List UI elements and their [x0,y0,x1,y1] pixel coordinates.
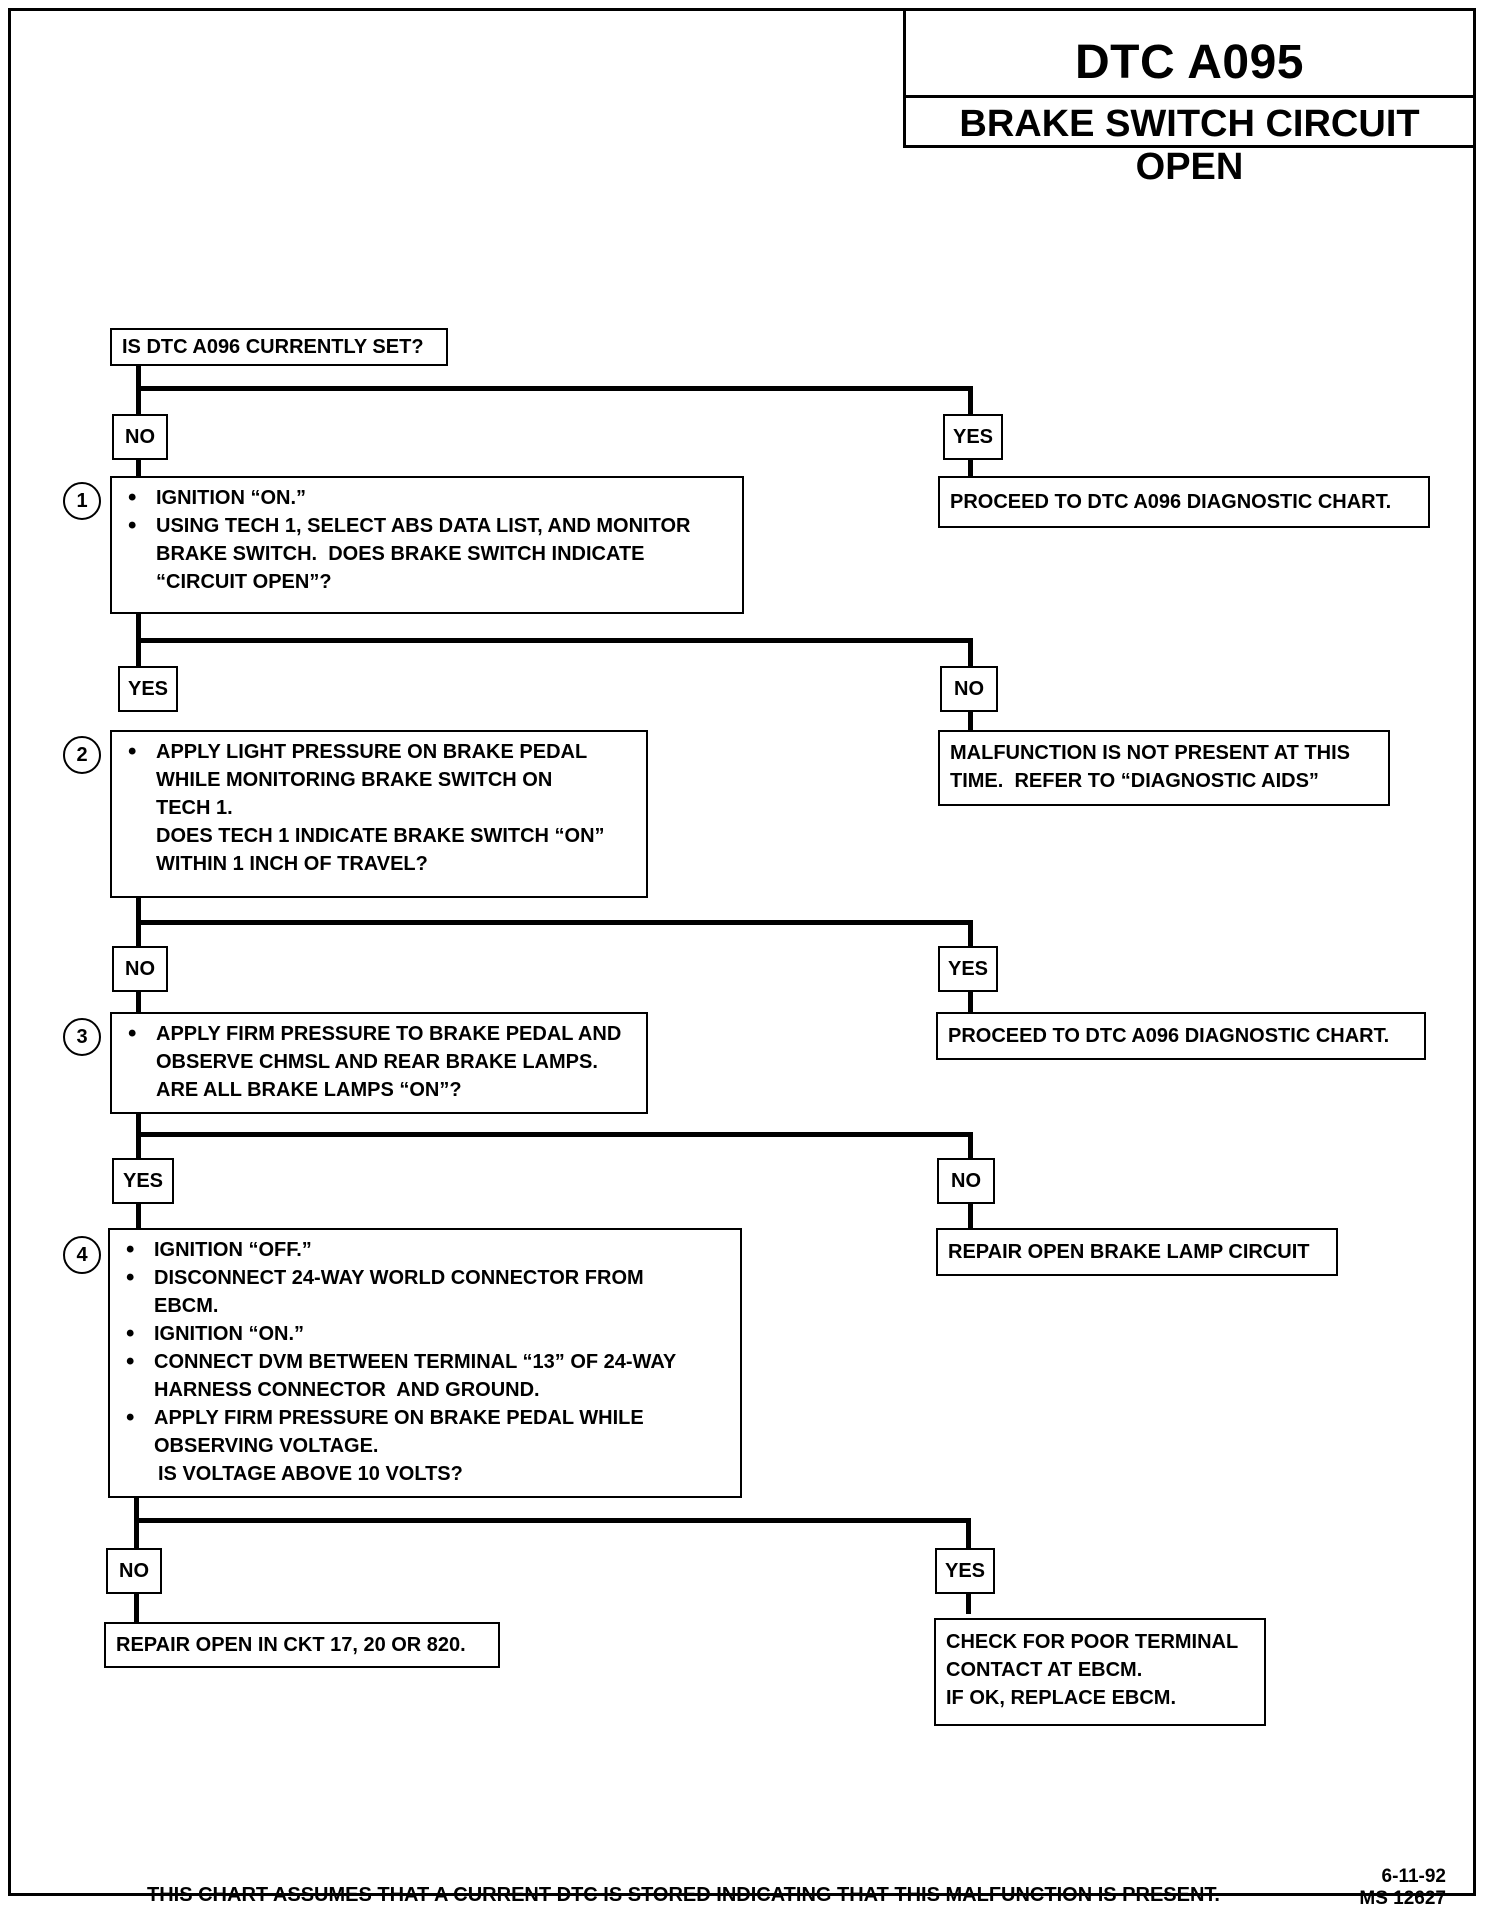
step-3-line: APPLY FIRM PRESSURE TO BRAKE PEDAL AND [122,1020,638,1048]
step-number-2: 2 [63,736,101,774]
connector-line [136,445,141,479]
branch-label-no: NO [112,414,168,460]
step-4-line: APPLY FIRM PRESSURE ON BRAKE PEDAL WHILE [120,1404,732,1432]
step-2-box: APPLY LIGHT PRESSURE ON BRAKE PEDAL WHIL… [110,730,648,898]
start-question-text: IS DTC A096 CURRENTLY SET? [122,336,424,358]
footer-note: THIS CHART ASSUMES THAT A CURRENT DTC IS… [147,1884,1220,1906]
result-text: TIME. REFER TO “DIAGNOSTIC AIDS” [950,770,1319,792]
page-frame [8,8,1476,1896]
result-text: IF OK, REPLACE EBCM. [946,1687,1177,1709]
result-text: REPAIR OPEN IN CKT 17, 20 OR 820. [116,1634,466,1656]
connector-line [136,364,141,439]
title-divider [906,95,1473,98]
branch-label-yes: YES [112,1158,174,1204]
branch-label-no: NO [937,1158,995,1204]
branch-label-no: NO [940,666,998,712]
step-2-line: DOES TECH 1 INDICATE BRAKE SWITCH “ON” [156,825,605,847]
step-2-line: APPLY LIGHT PRESSURE ON BRAKE PEDAL [122,738,638,766]
step-2-line: WITHIN 1 INCH OF TRAVEL? [156,853,428,875]
step-4-line: HARNESS CONNECTOR AND GROUND. [154,1379,540,1401]
step-4-box: IGNITION “OFF.” DISCONNECT 24-WAY WORLD … [108,1228,742,1498]
result-box-r2: PROCEED TO DTC A096 DIAGNOSTIC CHART. [936,1012,1426,1060]
step-3-box: APPLY FIRM PRESSURE TO BRAKE PEDAL AND O… [110,1012,648,1114]
step-4-line: IGNITION “ON.” [120,1320,732,1348]
step-4-line: CONNECT DVM BETWEEN TERMINAL “13” OF 24-… [120,1348,732,1376]
step-1-line: “CIRCUIT OPEN”? [156,571,332,593]
connector-line [968,445,973,479]
connector-line [136,1132,973,1137]
step-1-line: IGNITION “ON.” [122,484,734,512]
step-4-line: IS VOLTAGE ABOVE 10 VOLTS? [158,1463,463,1485]
branch-label-yes: YES [943,414,1003,460]
step-4-line: EBCM. [154,1295,219,1317]
step-4-line: IGNITION “OFF.” [120,1236,732,1264]
step-2-line: TECH 1. [156,797,233,819]
result-box-r3: REPAIR OPEN BRAKE LAMP CIRCUIT [936,1228,1338,1276]
title-block: DTC A095 BRAKE SWITCH CIRCUIT OPEN [903,8,1476,188]
branch-label-yes: YES [118,666,178,712]
dtc-name-title: BRAKE SWITCH CIRCUIT OPEN [959,103,1420,188]
connector-line [136,386,973,391]
connector-line [136,920,973,925]
result-text: PROCEED TO DTC A096 DIAGNOSTIC CHART. [950,491,1392,513]
result-text: REPAIR OPEN BRAKE LAMP CIRCUIT [948,1241,1310,1263]
document-id: MS 12627 [1359,1888,1446,1909]
result-box-r4b: CHECK FOR POOR TERMINAL CONTACT AT EBCM.… [934,1618,1266,1726]
result-text: CONTACT AT EBCM. [946,1659,1143,1681]
branch-label-no: NO [112,946,168,992]
branch-label-yes: YES [935,1548,995,1594]
document-stamp: 6-11-92 MS 12627 [1359,1866,1446,1910]
result-box-r4a: REPAIR OPEN IN CKT 17, 20 OR 820. [104,1622,500,1668]
step-1-line: BRAKE SWITCH. DOES BRAKE SWITCH INDICATE [156,543,645,565]
branch-label-yes: YES [938,946,998,992]
step-1-box: IGNITION “ON.” USING TECH 1, SELECT ABS … [110,476,744,614]
result-text: CHECK FOR POOR TERMINAL [946,1631,1239,1653]
result-box-r1: MALFUNCTION IS NOT PRESENT AT THIS TIME.… [938,730,1390,806]
step-3-line: ARE ALL BRAKE LAMPS “ON”? [156,1079,462,1101]
connector-line [136,638,973,643]
step-number-4: 4 [63,1236,101,1274]
branch-label-no: NO [106,1548,162,1594]
dtc-code-title: DTC A095 [1075,36,1304,89]
result-text: PROCEED TO DTC A096 DIAGNOSTIC CHART. [948,1025,1390,1047]
chart-date: 6-11-92 [1381,1866,1446,1887]
step-4-line: DISCONNECT 24-WAY WORLD CONNECTOR FROM [120,1264,732,1292]
step-number-1: 1 [63,482,101,520]
step-number-3: 3 [63,1018,101,1056]
result-text: MALFUNCTION IS NOT PRESENT AT THIS [950,742,1350,764]
step-3-line: OBSERVE CHMSL AND REAR BRAKE LAMPS. [156,1051,598,1073]
step-2-line: WHILE MONITORING BRAKE SWITCH ON [156,769,553,791]
result-box-r0: PROCEED TO DTC A096 DIAGNOSTIC CHART. [938,476,1430,528]
start-question-box: IS DTC A096 CURRENTLY SET? [110,328,448,366]
step-1-line: USING TECH 1, SELECT ABS DATA LIST, AND … [122,512,734,540]
connector-line [136,612,141,692]
step-4-line: OBSERVING VOLTAGE. [154,1435,379,1457]
connector-line [134,1518,971,1523]
